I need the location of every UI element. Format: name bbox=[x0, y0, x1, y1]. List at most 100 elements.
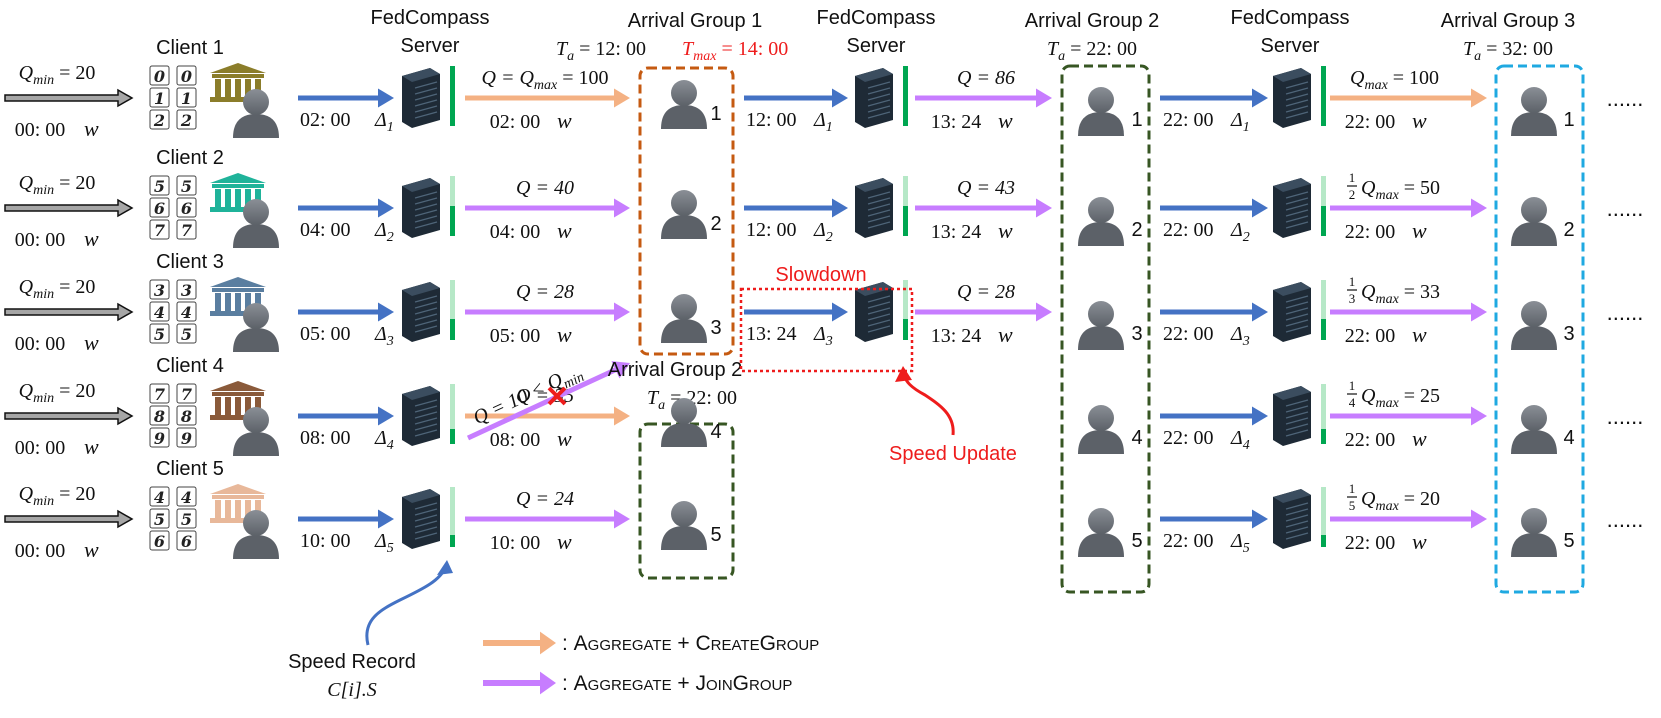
speed-bar-fill bbox=[450, 535, 455, 547]
server-subtitle: Server bbox=[401, 35, 460, 57]
upload-time: 22: 00 bbox=[1163, 219, 1214, 241]
weights-symbol: w bbox=[84, 330, 99, 355]
server-icon bbox=[855, 66, 908, 128]
join-group-arrow bbox=[1330, 509, 1487, 529]
qsteps-label: Q = 24 bbox=[516, 488, 574, 510]
weights-symbol: w bbox=[1412, 426, 1427, 451]
group2a-title: Arrival Group 2 bbox=[608, 359, 743, 381]
arrival-group-3-box bbox=[1494, 64, 1585, 594]
server-title: FedCompass bbox=[371, 7, 490, 29]
client-label: Client 3 bbox=[156, 251, 224, 273]
weights-symbol: w bbox=[84, 226, 99, 251]
speed-bar-fill bbox=[1321, 535, 1326, 547]
svg-text:8: 8 bbox=[180, 407, 192, 426]
server-icon bbox=[402, 384, 455, 446]
legend-join-arrow bbox=[483, 671, 556, 695]
server-icon bbox=[402, 176, 455, 238]
upload-time: 22: 00 bbox=[1163, 530, 1214, 552]
upload-arrow bbox=[1160, 302, 1268, 322]
svg-text:7: 7 bbox=[181, 385, 192, 404]
group3-member-icon bbox=[1511, 508, 1557, 557]
upload-time: 13: 24 bbox=[746, 323, 797, 345]
svg-text:2: 2 bbox=[180, 111, 192, 130]
delta-label: Δ3 bbox=[374, 323, 394, 349]
qsteps-label: Q = 86 bbox=[957, 67, 1015, 89]
client-label: Client 2 bbox=[156, 147, 224, 169]
svg-text:5: 5 bbox=[181, 177, 192, 196]
client-label: Client 1 bbox=[156, 37, 224, 59]
fraction: 13 bbox=[1347, 274, 1357, 306]
upload-time: 12: 00 bbox=[746, 109, 797, 131]
fed-time: 13: 24 bbox=[931, 221, 982, 243]
svg-text:7: 7 bbox=[181, 221, 192, 240]
speed-bar-fill bbox=[450, 206, 455, 236]
weights-symbol: w bbox=[998, 108, 1013, 133]
join-group-arrow bbox=[465, 509, 630, 529]
speed-update-curve bbox=[901, 371, 955, 436]
server-icon bbox=[855, 176, 908, 238]
member-number: 5 bbox=[710, 524, 721, 546]
group1-member-icon bbox=[661, 80, 707, 129]
fed-time: 22: 00 bbox=[1345, 111, 1396, 133]
svg-text:4: 4 bbox=[154, 488, 165, 507]
speed-record-arrowhead bbox=[437, 560, 453, 575]
upload-time: 22: 00 bbox=[1163, 427, 1214, 449]
svg-text:6: 6 bbox=[181, 199, 192, 218]
speed-bar-fill bbox=[450, 319, 455, 340]
input-arrow bbox=[4, 406, 134, 426]
fed-time: 10: 00 bbox=[490, 532, 541, 554]
server-subtitle: Server bbox=[847, 35, 906, 57]
qsteps-label: Q = 28 bbox=[957, 281, 1015, 303]
legend-label: : Aggregate + JoinGroup bbox=[562, 672, 792, 695]
member-number: 2 bbox=[1563, 219, 1574, 241]
fed-time: 02: 00 bbox=[490, 111, 541, 133]
fed-time: 13: 24 bbox=[931, 111, 982, 133]
svg-text:1: 1 bbox=[1349, 378, 1356, 393]
upload-arrow bbox=[1160, 198, 1268, 218]
server-title: FedCompass bbox=[817, 7, 936, 29]
bank-icon bbox=[210, 484, 266, 523]
weights-symbol: w bbox=[557, 322, 572, 347]
join-group-arrow bbox=[1330, 198, 1487, 218]
upload-time: 04: 00 bbox=[300, 219, 351, 241]
member-number: 5 bbox=[1131, 530, 1142, 552]
legend-label: : Aggregate + CreateGroup bbox=[562, 632, 819, 655]
input-arrow bbox=[4, 302, 134, 322]
client-label: Client 4 bbox=[156, 355, 224, 377]
qmin-label: Qmin = 20 bbox=[19, 380, 96, 406]
upload-arrow bbox=[1160, 406, 1268, 426]
speed-bar-fill bbox=[1321, 319, 1326, 340]
group3-member-icon bbox=[1511, 405, 1557, 454]
group1-title: Arrival Group 1 bbox=[628, 10, 763, 32]
upload-arrow bbox=[1160, 88, 1268, 108]
svg-text:1: 1 bbox=[181, 89, 192, 108]
svg-text:2: 2 bbox=[153, 111, 165, 130]
join-group-arrow bbox=[1330, 302, 1487, 322]
group3-member-icon bbox=[1511, 197, 1557, 246]
svg-text:1: 1 bbox=[1349, 170, 1356, 185]
svg-text:0: 0 bbox=[154, 67, 165, 86]
member-number: 3 bbox=[1131, 323, 1142, 345]
speed-bar-fill bbox=[450, 66, 455, 126]
weights-symbol: w bbox=[84, 434, 99, 459]
delta-label: Δ1 bbox=[374, 109, 394, 135]
create-group-arrow bbox=[465, 406, 630, 426]
arrival-group-2a-box bbox=[638, 422, 735, 580]
svg-text:6: 6 bbox=[154, 532, 165, 551]
upload-time: 12: 00 bbox=[746, 219, 797, 241]
svg-text:6: 6 bbox=[154, 199, 165, 218]
bank-icon bbox=[210, 63, 266, 102]
slowdown-label: Slowdown bbox=[775, 264, 866, 286]
client-person-icon bbox=[233, 199, 279, 248]
group1-member-icon bbox=[661, 190, 707, 239]
qsteps-label: Q = 28 bbox=[516, 281, 574, 303]
svg-text:3: 3 bbox=[154, 281, 165, 300]
svg-text:1: 1 bbox=[1349, 274, 1356, 289]
qsteps-label: Qmax = 50 bbox=[1361, 177, 1440, 203]
qmin-label: Qmin = 20 bbox=[19, 276, 96, 302]
server-icon bbox=[402, 487, 455, 549]
fraction: 15 bbox=[1347, 481, 1357, 513]
svg-text:1: 1 bbox=[1349, 481, 1356, 496]
speed-bar-fill bbox=[1321, 206, 1326, 236]
